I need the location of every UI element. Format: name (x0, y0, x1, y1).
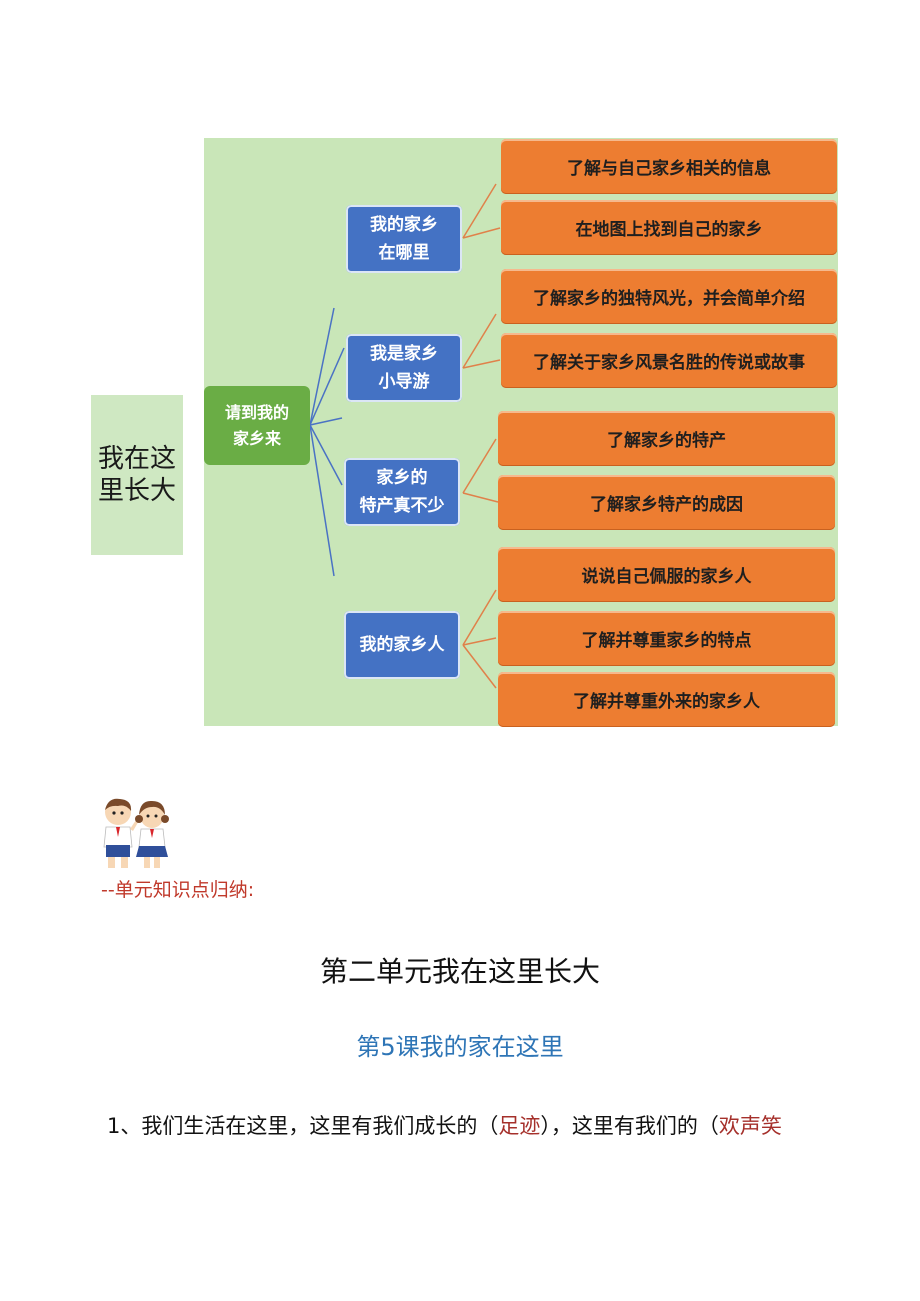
answer-blank: 足迹 (498, 1114, 540, 1138)
leaf-node: 了解并尊重外来的家乡人 (498, 672, 835, 727)
paragraph-text: ），这里有我们的（ (540, 1114, 719, 1138)
leaf-label: 了解家乡的独特风光，并会简单介绍 (533, 284, 805, 309)
children-illustration (96, 797, 174, 871)
branch-node: 我的家乡人 (344, 611, 460, 679)
leaf-node: 了解家乡的独特风光，并会简单介绍 (501, 269, 837, 324)
branch-label: 我的家乡人 (360, 631, 445, 659)
branch-node: 家乡的 特产真不少 (344, 458, 460, 526)
mind-map: 请到我的家乡来 我的家乡 在哪里 我是家乡 小导游 家乡的 特产真不少 我的家乡… (204, 138, 838, 726)
leaf-node: 了解关于家乡风景名胜的传说或故事 (501, 333, 837, 388)
paragraph-text: 1、我们生活在这里，这里有我们成长的（ (107, 1114, 498, 1138)
side-label-text: 我在这里长大 (97, 443, 177, 508)
branch-label: 我的家乡 在哪里 (370, 211, 438, 267)
leaf-label: 了解并尊重外来的家乡人 (573, 687, 760, 712)
branch-node: 我的家乡 在哪里 (346, 205, 462, 273)
leaf-label: 说说自己佩服的家乡人 (582, 562, 752, 587)
leaf-node: 了解家乡特产的成因 (498, 475, 835, 530)
root-node-label: 请到我的家乡来 (219, 400, 295, 451)
answer-blank: 欢声笑 (719, 1114, 782, 1138)
leaf-node: 说说自己佩服的家乡人 (498, 547, 835, 602)
unit-title: 第二单元我在这里长大 (0, 950, 920, 990)
leaf-label: 在地图上找到自己的家乡 (576, 215, 763, 240)
side-label: 我在这里长大 (91, 395, 183, 555)
leaf-node: 在地图上找到自己的家乡 (501, 200, 837, 255)
paragraph: 1、我们生活在这里，这里有我们成长的（足迹），这里有我们的（欢声笑 (107, 1110, 867, 1140)
root-node: 请到我的家乡来 (204, 386, 310, 465)
leaf-label: 了解与自己家乡相关的信息 (567, 154, 771, 179)
leaf-label: 了解家乡特产的成因 (590, 490, 743, 515)
lesson-title: 第5课我的家在这里 (0, 1027, 920, 1062)
section-label: --单元知识点归纳: (101, 875, 254, 902)
leaf-label: 了解关于家乡风景名胜的传说或故事 (533, 348, 805, 373)
leaf-node: 了解与自己家乡相关的信息 (501, 139, 837, 194)
branch-label: 我是家乡 小导游 (370, 340, 438, 396)
leaf-node: 了解家乡的特产 (498, 411, 835, 466)
branch-node: 我是家乡 小导游 (346, 334, 462, 402)
leaf-node: 了解并尊重家乡的特点 (498, 611, 835, 666)
branch-label: 家乡的 特产真不少 (360, 464, 445, 520)
leaf-label: 了解并尊重家乡的特点 (582, 626, 752, 651)
leaf-label: 了解家乡的特产 (607, 426, 726, 451)
